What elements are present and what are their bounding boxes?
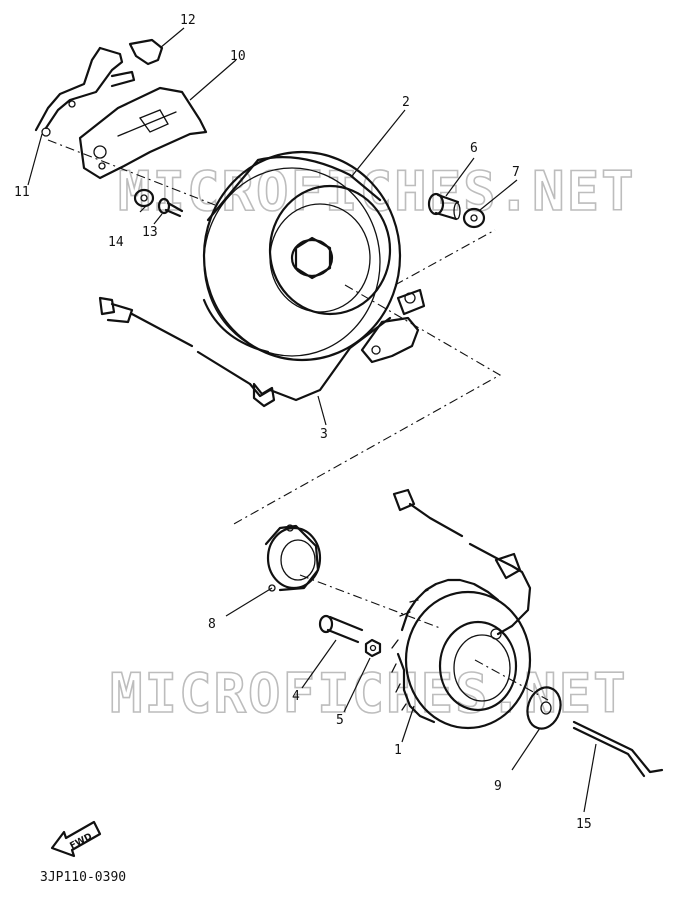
assembly-lines (47, 139, 549, 701)
callout-9: 9 (494, 779, 502, 794)
callout-3: 3 (320, 427, 328, 442)
part-11-bracket (34, 46, 136, 137)
callout-13: 13 (142, 225, 158, 240)
callout-numbers: 1 2 3 4 5 6 7 8 9 10 11 12 13 14 15 (14, 13, 592, 832)
part-14-washer (133, 188, 155, 208)
callout-4: 4 (292, 689, 300, 704)
callout-2: 2 (402, 95, 410, 110)
callout-14: 14 (108, 235, 124, 250)
part-9-washer (526, 686, 562, 730)
callout-10: 10 (230, 49, 246, 64)
part-6-bolt (427, 192, 461, 221)
part-13-screw (157, 197, 184, 218)
part-7-washer (462, 207, 486, 229)
callout-1: 1 (394, 743, 402, 758)
part-1-stator (391, 488, 532, 730)
watermark-top: MICROFICHES.NET (118, 160, 636, 223)
callout-15: 15 (576, 817, 592, 832)
callout-5: 5 (336, 713, 344, 728)
fwd-arrow-icon: FWD (50, 820, 102, 858)
leader-lines (27, 27, 597, 813)
callout-6: 6 (470, 141, 478, 156)
part-12-cap (128, 38, 164, 66)
part-8-seal (264, 524, 322, 592)
callout-7: 7 (512, 165, 520, 180)
part-5-nut (364, 638, 382, 658)
callout-8: 8 (208, 617, 216, 632)
part-4-bolt (318, 614, 364, 644)
part-15-rod (572, 720, 664, 778)
watermark-bottom: MICROFICHES.NET (110, 662, 628, 725)
callout-12: 12 (180, 13, 196, 28)
diagram-code: 3JP110-0390 (40, 870, 127, 885)
callout-11: 11 (14, 185, 30, 200)
part-10-cover (78, 86, 208, 180)
part-2-rotor (202, 150, 402, 362)
part-3-pickup-coil (98, 288, 426, 408)
